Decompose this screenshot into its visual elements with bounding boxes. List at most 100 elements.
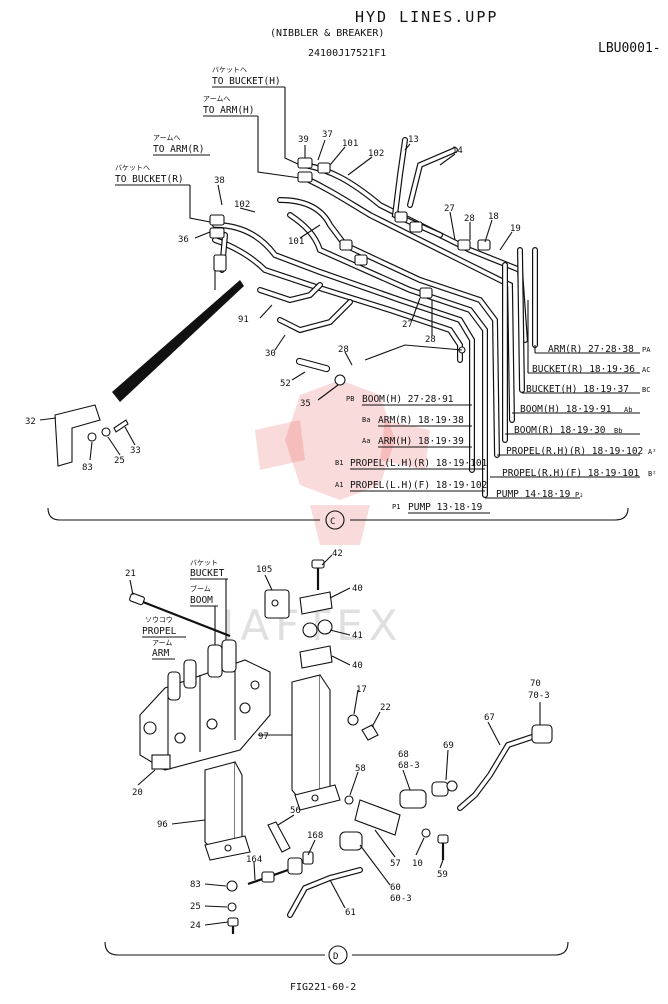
part-number-label: 164 [246, 855, 262, 865]
port-tag: PA [642, 346, 651, 354]
section-d-bracket: D [104, 941, 569, 965]
port-label: PROPEL(L.H)(R) 18·19·101 [350, 458, 488, 469]
port-label: ARM(R) 18·19·38 [378, 415, 464, 426]
part-number-label: 52 [280, 379, 291, 389]
washer-83 [226, 880, 238, 892]
ring-58 [344, 795, 354, 805]
part-number-label: 41 [352, 631, 363, 641]
part-number-label: 59 [437, 870, 448, 880]
upper-assembly: バケットへ TO BUCKET(H) アームへ TO ARM(H) アームへ T… [25, 66, 656, 530]
part-number-label: 83 [190, 880, 201, 890]
part-number-label: 56 [290, 806, 301, 816]
port-label: BUCKET(R) 18·19·36 [532, 364, 635, 375]
part-number-label: 40 [352, 661, 363, 671]
fitting-57-60 [339, 799, 401, 851]
part-number-label: 168 [307, 831, 323, 841]
dest-jp: アームへ [153, 134, 180, 142]
port-label: BUCKET(H) 18·19·37 [526, 384, 629, 395]
part-number-label: 68 [398, 750, 409, 760]
part-number-label: 18 [488, 212, 499, 222]
part-number-label: 69 [443, 741, 454, 751]
leader-lines-lower [129, 554, 541, 926]
nut-22 [361, 724, 379, 741]
part-number-label: 32 [25, 417, 36, 427]
part-number-label: 67 [484, 713, 495, 723]
lower-assembly: バケット BUCKET ブーム BOOM ソウコウ PROPEL アーム ARM [104, 549, 569, 965]
part-number-label: 28 [338, 345, 349, 355]
port-tag: AC [642, 366, 650, 374]
port-label: PUMP 14·18·19 [496, 489, 571, 500]
part-number-label: 27 [402, 320, 413, 330]
port-label: BOOM(H) 27·28·91 [362, 394, 454, 405]
valve-label-bucket: BUCKET [190, 568, 225, 579]
valve-jp: バケット [190, 559, 218, 567]
dest-label-bucket-h: TO BUCKET(H) [212, 76, 281, 87]
part-number-label: 25 [114, 456, 125, 466]
part-number-label: 91 [238, 315, 249, 325]
washer-10 [421, 828, 431, 838]
part-number-label: 38 [214, 176, 225, 186]
part-number-label: 60-3 [390, 894, 412, 904]
port-label: BOOM(R) 18·19·30 [514, 425, 606, 436]
part-number-label: 58 [355, 764, 366, 774]
part-number-label: 10 [412, 859, 423, 869]
part-number-label: 102 [368, 149, 384, 159]
bracket-97 [291, 674, 341, 811]
bracket-96 [204, 761, 251, 861]
part-number-label: 35 [300, 399, 311, 409]
port-tag: A1 [335, 481, 343, 489]
valve-jp: アーム [152, 639, 172, 647]
wedge-arrow [112, 280, 244, 402]
port-label: PUMP 13·18·19 [408, 502, 483, 513]
hose-61 [287, 867, 363, 918]
valve-label-boom: BOOM [190, 595, 213, 606]
dest-label-bucket-r: TO BUCKET(R) [115, 174, 184, 185]
part-number-label: 70-3 [528, 691, 550, 701]
part-number: 24100J17521F1 [308, 48, 386, 59]
section-c-bracket: C [47, 507, 629, 530]
part-number-label: 20 [132, 788, 143, 798]
valve-jp: ブーム [190, 584, 211, 593]
part-number-label: 40 [352, 584, 363, 594]
pipe-bundle [212, 137, 538, 498]
section-mark-d: D [333, 952, 338, 962]
part-number-label: 25 [190, 902, 201, 912]
dest-jp: アームへ [203, 95, 230, 103]
valve-label-propel: PROPEL [142, 626, 177, 637]
port-label: BOOM(H) 18·19·91 [520, 404, 612, 415]
part-number-label: 33 [130, 446, 141, 456]
valve-jp: ソウコウ [145, 616, 173, 624]
port-tag: B1 [335, 459, 343, 467]
bolt-59 [437, 834, 449, 860]
part-number-label: 68-3 [398, 761, 420, 771]
section-mark-c: C [330, 517, 335, 527]
part-number-label: 70 [530, 679, 541, 689]
clamp-stack [299, 559, 333, 669]
connector-168 [287, 851, 314, 875]
part-number-label: 39 [298, 135, 309, 145]
part-number-label: 96 [157, 820, 168, 830]
page-title: HYD LINES.UPP [355, 8, 498, 26]
part-number-label: 24 [190, 921, 201, 931]
hose-67 [457, 724, 553, 811]
part-number-label: 37 [322, 130, 333, 140]
port-label: ARM(H) 18·19·39 [378, 436, 464, 447]
fittings [209, 157, 491, 386]
part-number-label: 14 [452, 146, 463, 156]
part-number-label: 97 [258, 732, 269, 742]
port-tag: Bb [614, 427, 622, 435]
part-number-label: 101 [288, 237, 304, 247]
port-tag: PB [346, 395, 354, 403]
watermark-logo [255, 380, 430, 545]
port-tag: Ab [624, 406, 632, 414]
part-number-label: 27 [444, 204, 455, 214]
part-number-label: 42 [332, 549, 343, 559]
part-number-label: 83 [82, 463, 93, 473]
washer-25 [227, 902, 237, 912]
part-number-label: 28 [425, 335, 436, 345]
washer-17 [347, 714, 359, 726]
port-label: PROPEL(R.H)(R) 18·19·102 [506, 446, 643, 457]
figure-number: FIG221-60-2 [290, 982, 356, 993]
part-number-label: 30 [265, 349, 276, 359]
